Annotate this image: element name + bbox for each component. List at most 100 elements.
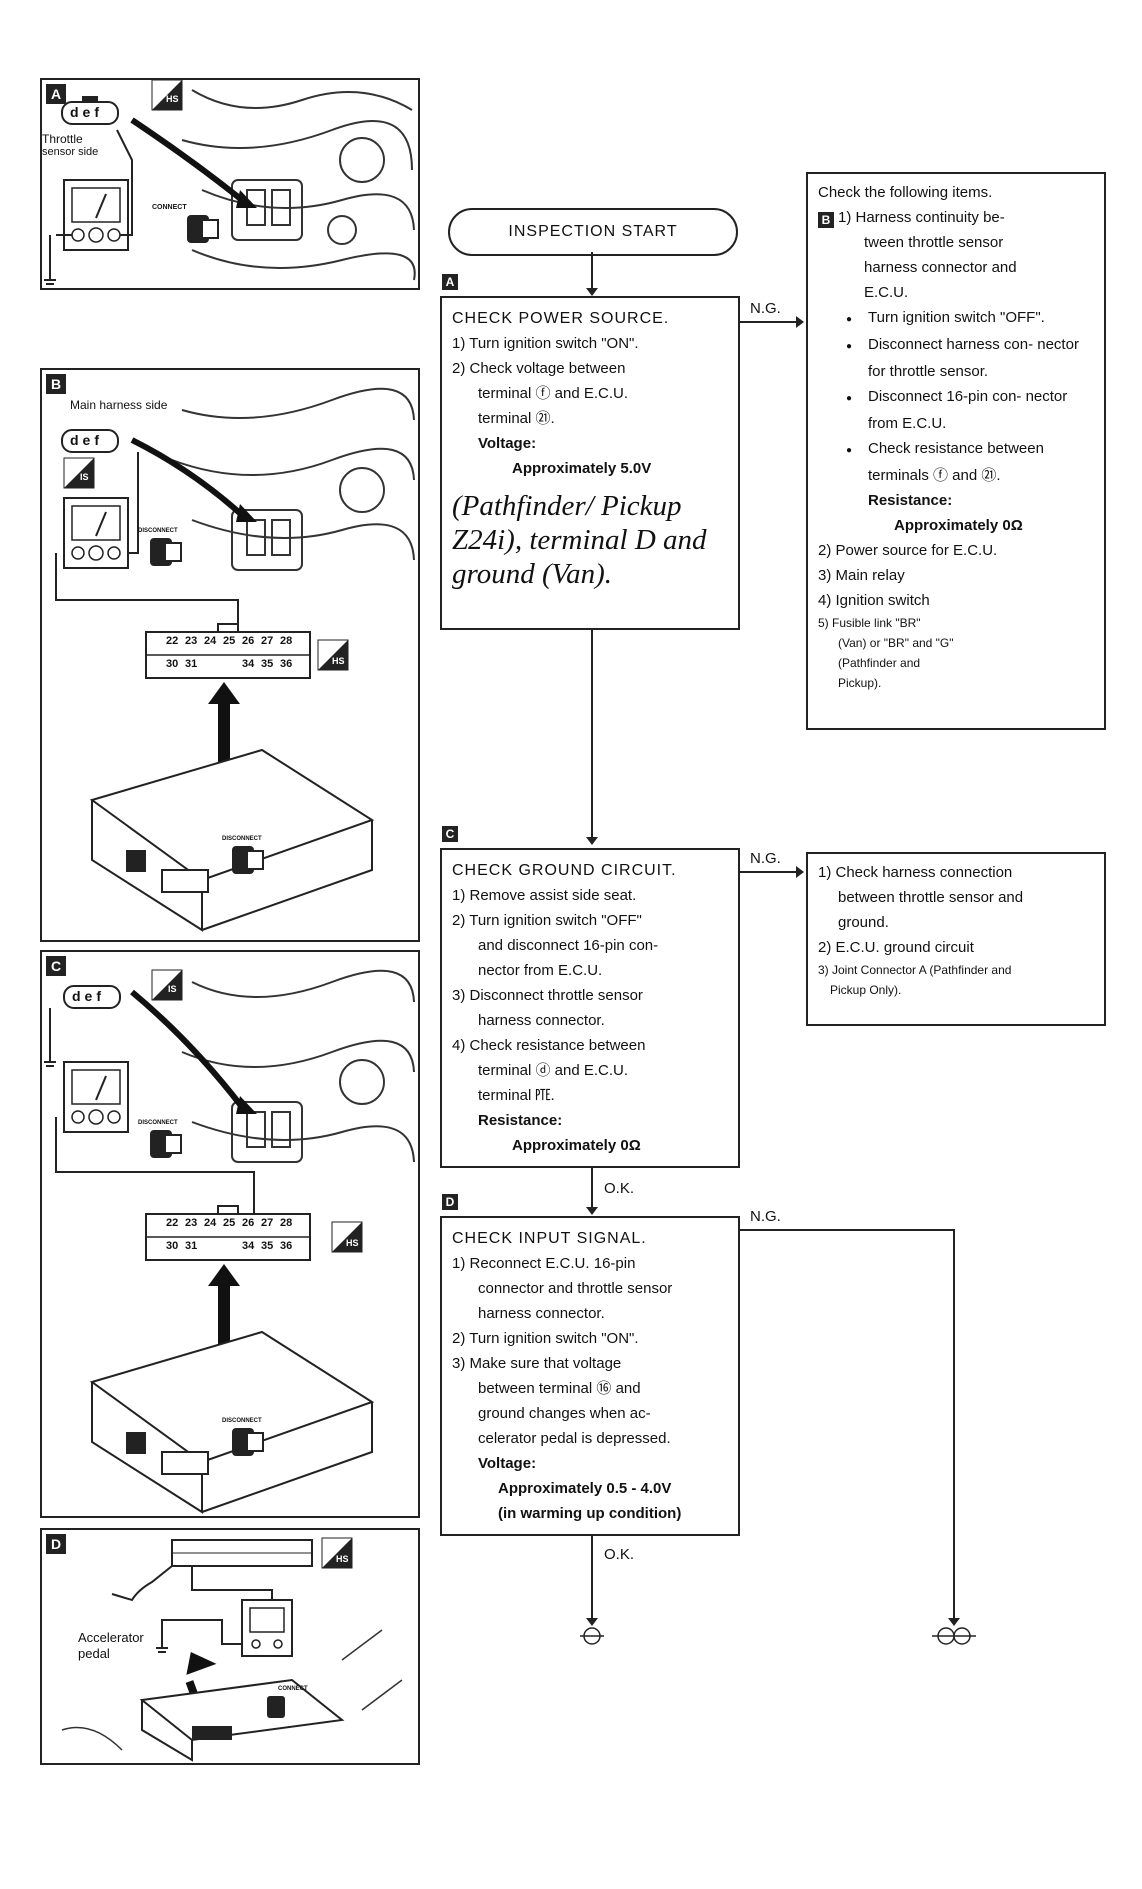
pin: 30 xyxy=(166,658,179,670)
pin: 28 xyxy=(280,1217,293,1229)
panel-b-connector-label: def xyxy=(70,432,103,448)
pin: 34 xyxy=(242,658,255,670)
ng-fusible: 5) Fusible link "BR" xyxy=(818,616,921,630)
pin: 27 xyxy=(261,1217,274,1229)
step-d-line: harness connector. xyxy=(478,1305,605,1322)
step-d-ng-label: N.G. xyxy=(750,1208,781,1225)
c-ng-line: between throttle sensor and xyxy=(838,889,1024,906)
panel-b-is-badge: IS xyxy=(80,472,89,482)
panel-b-disconnect-label: DISCONNECT xyxy=(138,528,178,534)
step-d-line: between terminal ⑯ and xyxy=(478,1380,641,1397)
step-c-ng-label: N.G. xyxy=(750,850,781,867)
step-c-line: terminal ㉐. xyxy=(478,1087,555,1104)
step-c-box: CHECK GROUND CIRCUIT. 1) Remove assist s… xyxy=(440,848,740,1168)
step-d-voltage-value: Approximately 0.5 - 4.0V xyxy=(498,1480,672,1497)
panel-b-letter: B xyxy=(46,374,66,394)
panel-c-disconnect-label: DISCONNECT xyxy=(138,1120,178,1126)
panel-a-hs-badge: HS xyxy=(166,94,179,104)
step-d-line: 3) Make sure that voltage xyxy=(452,1355,622,1372)
step-c-line: and disconnect 16-pin con- xyxy=(478,937,659,954)
panel-d-letter: D xyxy=(46,1534,66,1554)
pin: 25 xyxy=(223,635,236,647)
ng-line: harness connector and xyxy=(864,259,1017,276)
ng-item: 3) Main relay xyxy=(818,567,905,584)
ng-bullet: Disconnect harness con- nector for throt… xyxy=(818,332,1094,384)
step-c-resistance-value: Approximately 0Ω xyxy=(512,1137,641,1154)
panel-b-illustration xyxy=(55,387,415,932)
panel-b-hs-badge: HS xyxy=(332,656,345,666)
pin: 28 xyxy=(280,635,293,647)
pin: 36 xyxy=(280,658,293,670)
ng-item: 2) Power source for E.C.U. xyxy=(818,542,998,559)
step-a-voltage-value: Approximately 5.0V xyxy=(512,460,652,477)
step-d-line: celerator pedal is depressed. xyxy=(478,1430,671,1447)
ng-bullet: Turn ignition switch "OFF". xyxy=(818,305,1094,332)
ng-resistance-label: Resistance: xyxy=(868,492,953,509)
step-c-line: 3) Disconnect throttle sensor xyxy=(452,987,643,1004)
inspection-start: INSPECTION START xyxy=(448,208,738,256)
panel-b-disconnect-label-ecu: DISCONNECT xyxy=(222,836,262,842)
panel-c-disconnect-label-ecu: DISCONNECT xyxy=(222,1418,262,1424)
panel-c-connector-label: def xyxy=(72,988,105,1004)
panel-b: B xyxy=(40,368,420,942)
pin: 23 xyxy=(185,635,198,647)
ng-line: E.C.U. xyxy=(864,284,909,301)
step-d-condition: (in warming up condition) xyxy=(498,1505,682,1522)
c-ng-line: 2) E.C.U. ground circuit xyxy=(818,939,974,956)
ng-line: Check the following items. xyxy=(818,184,993,201)
pin: 27 xyxy=(261,635,274,647)
panel-a-side-label-2: sensor side xyxy=(42,146,99,158)
step-c-line: 1) Remove assist side seat. xyxy=(452,887,637,904)
ref-b-badge: B xyxy=(818,212,834,228)
ng-fusible: (Van) or "BR" and "G" xyxy=(838,636,954,650)
pin: 30 xyxy=(166,1240,179,1252)
pin: 26 xyxy=(242,635,255,647)
c-ng-line: ground. xyxy=(838,914,889,931)
pin: 24 xyxy=(204,1217,217,1229)
step-a-line: 1) Turn ignition switch "ON". xyxy=(452,335,639,352)
panel-c: C xyxy=(40,950,420,1518)
pin: 35 xyxy=(261,1240,274,1252)
step-d-line: 1) Reconnect E.C.U. 16-pin xyxy=(452,1255,636,1272)
ng-fusible: Pickup). xyxy=(838,676,882,690)
step-c-letter: C xyxy=(442,826,458,842)
pin: 26 xyxy=(242,1217,255,1229)
ok-label-c-d: O.K. xyxy=(604,1180,635,1197)
step-d-line: connector and throttle sensor xyxy=(478,1280,673,1297)
panel-c-hs-badge: HS xyxy=(346,1238,359,1248)
panel-d-connect-label: CONNECT xyxy=(278,1686,308,1692)
panel-d-pedal-label-1: Accelerator xyxy=(78,1630,144,1645)
panel-c-letter: C xyxy=(46,956,66,976)
step-a-line: terminal ㉑. xyxy=(478,410,555,427)
c-ng-line: 1) Check harness connection xyxy=(818,864,1013,881)
ng-line: 1) Harness continuity be- xyxy=(838,209,1005,226)
step-c-ng-box: 1) Check harness connection between thro… xyxy=(806,852,1106,1026)
step-a-ng-label: N.G. xyxy=(750,300,781,317)
pin: 31 xyxy=(185,1240,198,1252)
pin: 23 xyxy=(185,1217,198,1229)
panel-a-connect-label: CONNECT xyxy=(152,204,187,211)
step-c-line: harness connector. xyxy=(478,1012,605,1029)
step-d-line: 2) Turn ignition switch "ON". xyxy=(452,1330,639,1347)
ng-bullet: Disconnect 16-pin con- nector from E.C.U… xyxy=(818,384,1094,436)
pin: 35 xyxy=(261,658,274,670)
pin: 24 xyxy=(204,635,217,647)
c-ng-line: 3) Joint Connector A (Pathfinder and xyxy=(818,963,1012,977)
panel-c-is-badge: IS xyxy=(168,984,177,994)
ng-bullet: Check resistance between terminals ⓕ and… xyxy=(818,436,1094,488)
step-d-box: CHECK INPUT SIGNAL. 1) Reconnect E.C.U. … xyxy=(440,1216,740,1536)
step-c-line: 4) Check resistance between xyxy=(452,1037,646,1054)
step-a-title: CHECK POWER SOURCE. xyxy=(452,310,670,327)
pin: 34 xyxy=(242,1240,255,1252)
step-a-line: terminal ⓕ and E.C.U. xyxy=(478,385,629,402)
step-a-box: CHECK POWER SOURCE. 1) Turn ignition swi… xyxy=(440,296,740,630)
step-c-title: CHECK GROUND CIRCUIT. xyxy=(452,862,677,879)
ng-resistance-value: Approximately 0Ω xyxy=(894,517,1023,534)
ok-label-d: O.K. xyxy=(604,1546,635,1563)
step-c-line: terminal ⓓ and E.C.U. xyxy=(478,1062,629,1079)
step-a-voltage-label: Voltage: xyxy=(478,435,537,452)
